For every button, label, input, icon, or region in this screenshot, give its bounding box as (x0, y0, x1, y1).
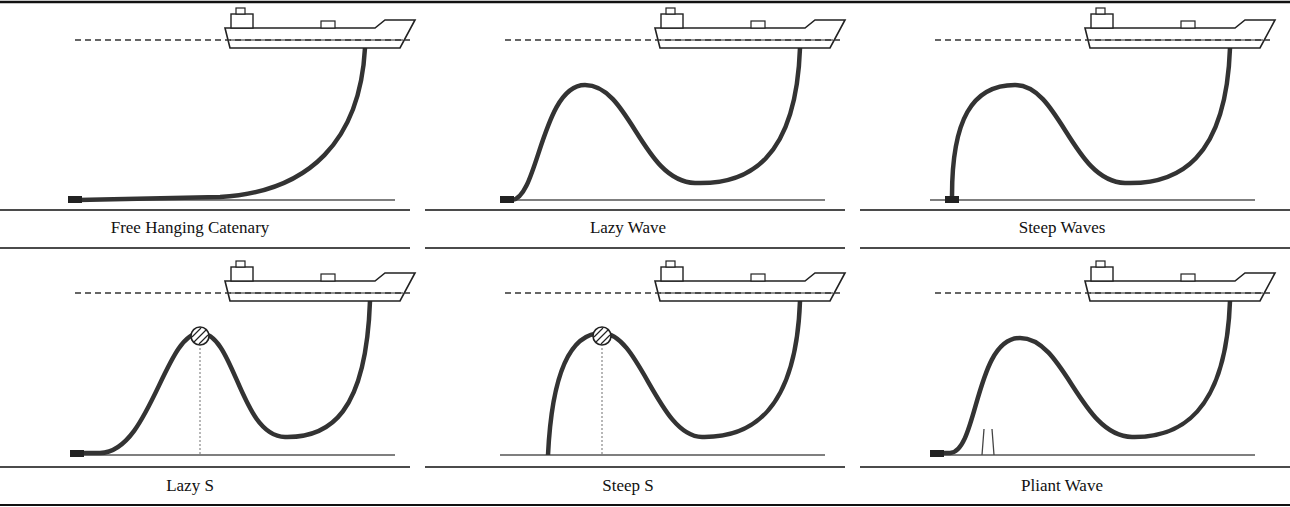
caption-label: Steep Waves (1019, 218, 1106, 238)
caption-label: Lazy Wave (590, 218, 666, 238)
steep-wave-riser (930, 8, 1275, 203)
lazy-wave-riser (500, 8, 845, 203)
catenary-riser (68, 8, 415, 203)
pliant-wave-riser (930, 261, 1275, 457)
caption-label: Pliant Wave (1021, 476, 1103, 496)
caption-label: Steep S (602, 476, 653, 496)
steep-s-riser (500, 261, 845, 455)
caption-label: Free Hanging Catenary (111, 218, 270, 238)
caption-label: Lazy S (166, 476, 214, 496)
lazy-s-riser (70, 261, 415, 457)
